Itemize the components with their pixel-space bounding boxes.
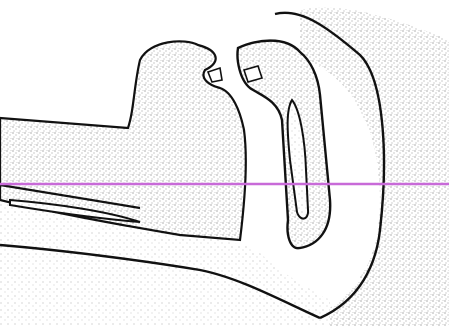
upper-tooth-2 [244,66,262,82]
upper-tooth-1 [208,68,222,82]
